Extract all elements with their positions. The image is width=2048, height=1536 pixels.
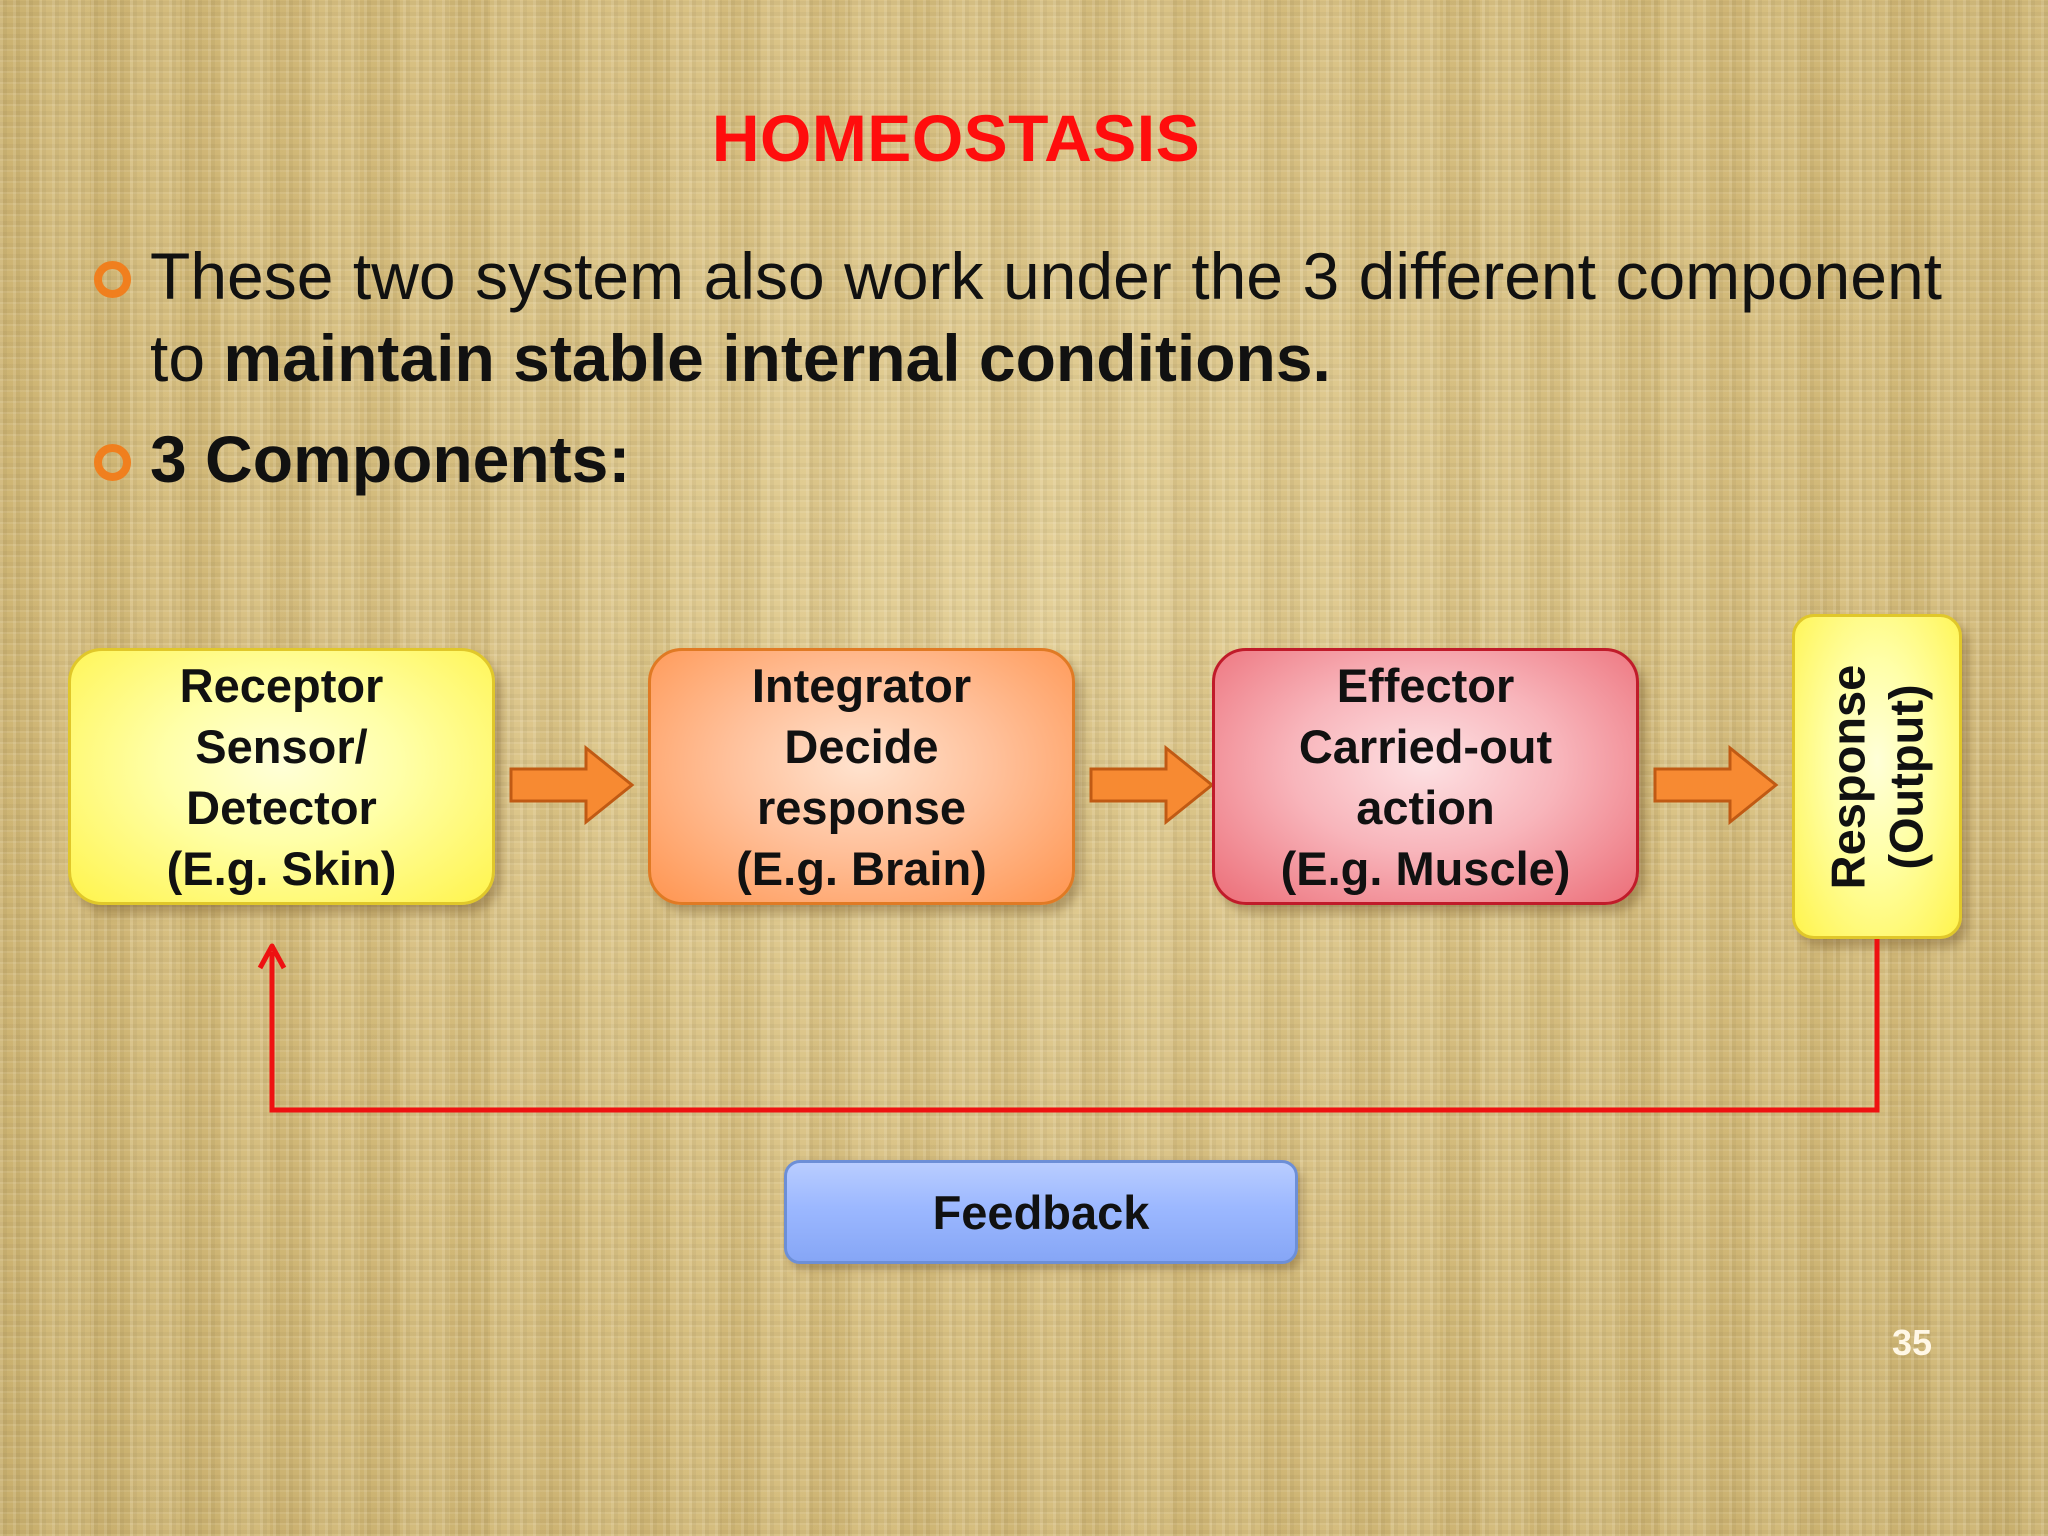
bullet-1-bold: maintain stable internal conditions. — [223, 321, 1331, 395]
receptor-box: Receptor Sensor/ Detector (E.g. Skin) — [68, 648, 495, 905]
arrow-effector-to-response — [1653, 744, 1779, 826]
bullet-1-plain: These two system also work under the 3 d… — [150, 239, 1942, 395]
feedback-box: Feedback — [784, 1160, 1298, 1264]
arrow-integrator-to-effector — [1089, 744, 1215, 826]
integrator-label: Integrator Decide response (E.g. Brain) — [736, 658, 987, 895]
arrow-receptor-to-integrator — [509, 744, 635, 826]
bullet-text-2: 3 Components: — [150, 422, 631, 496]
arrow-effector-to-response-shape — [1653, 744, 1779, 826]
arrow-integrator-to-effector-shape — [1089, 744, 1215, 826]
receptor-label: Receptor Sensor/ Detector (E.g. Skin) — [166, 658, 397, 895]
feedback-loop-line — [269, 939, 1880, 1113]
bullet-marker-1 — [94, 261, 131, 298]
page-number: 35 — [1891, 1322, 1933, 1363]
integrator-box: Integrator Decide response (E.g. Brain) — [648, 648, 1075, 905]
bullet-text-1: These two system also work under the 3 d… — [150, 235, 1942, 399]
effector-label: Effector Carried-out action (E.g. Muscle… — [1280, 658, 1571, 895]
effector-box: Effector Carried-out action (E.g. Muscle… — [1212, 648, 1639, 905]
response-box: Response (Output) — [1792, 614, 1962, 939]
arrow-receptor-to-integrator-shape — [509, 744, 635, 826]
slide-title: HOMEOSTASIS — [711, 101, 1201, 175]
bullet-marker-2 — [94, 444, 131, 481]
feedback-arrowhead — [257, 943, 287, 970]
feedback-label: Feedback — [932, 1185, 1150, 1239]
